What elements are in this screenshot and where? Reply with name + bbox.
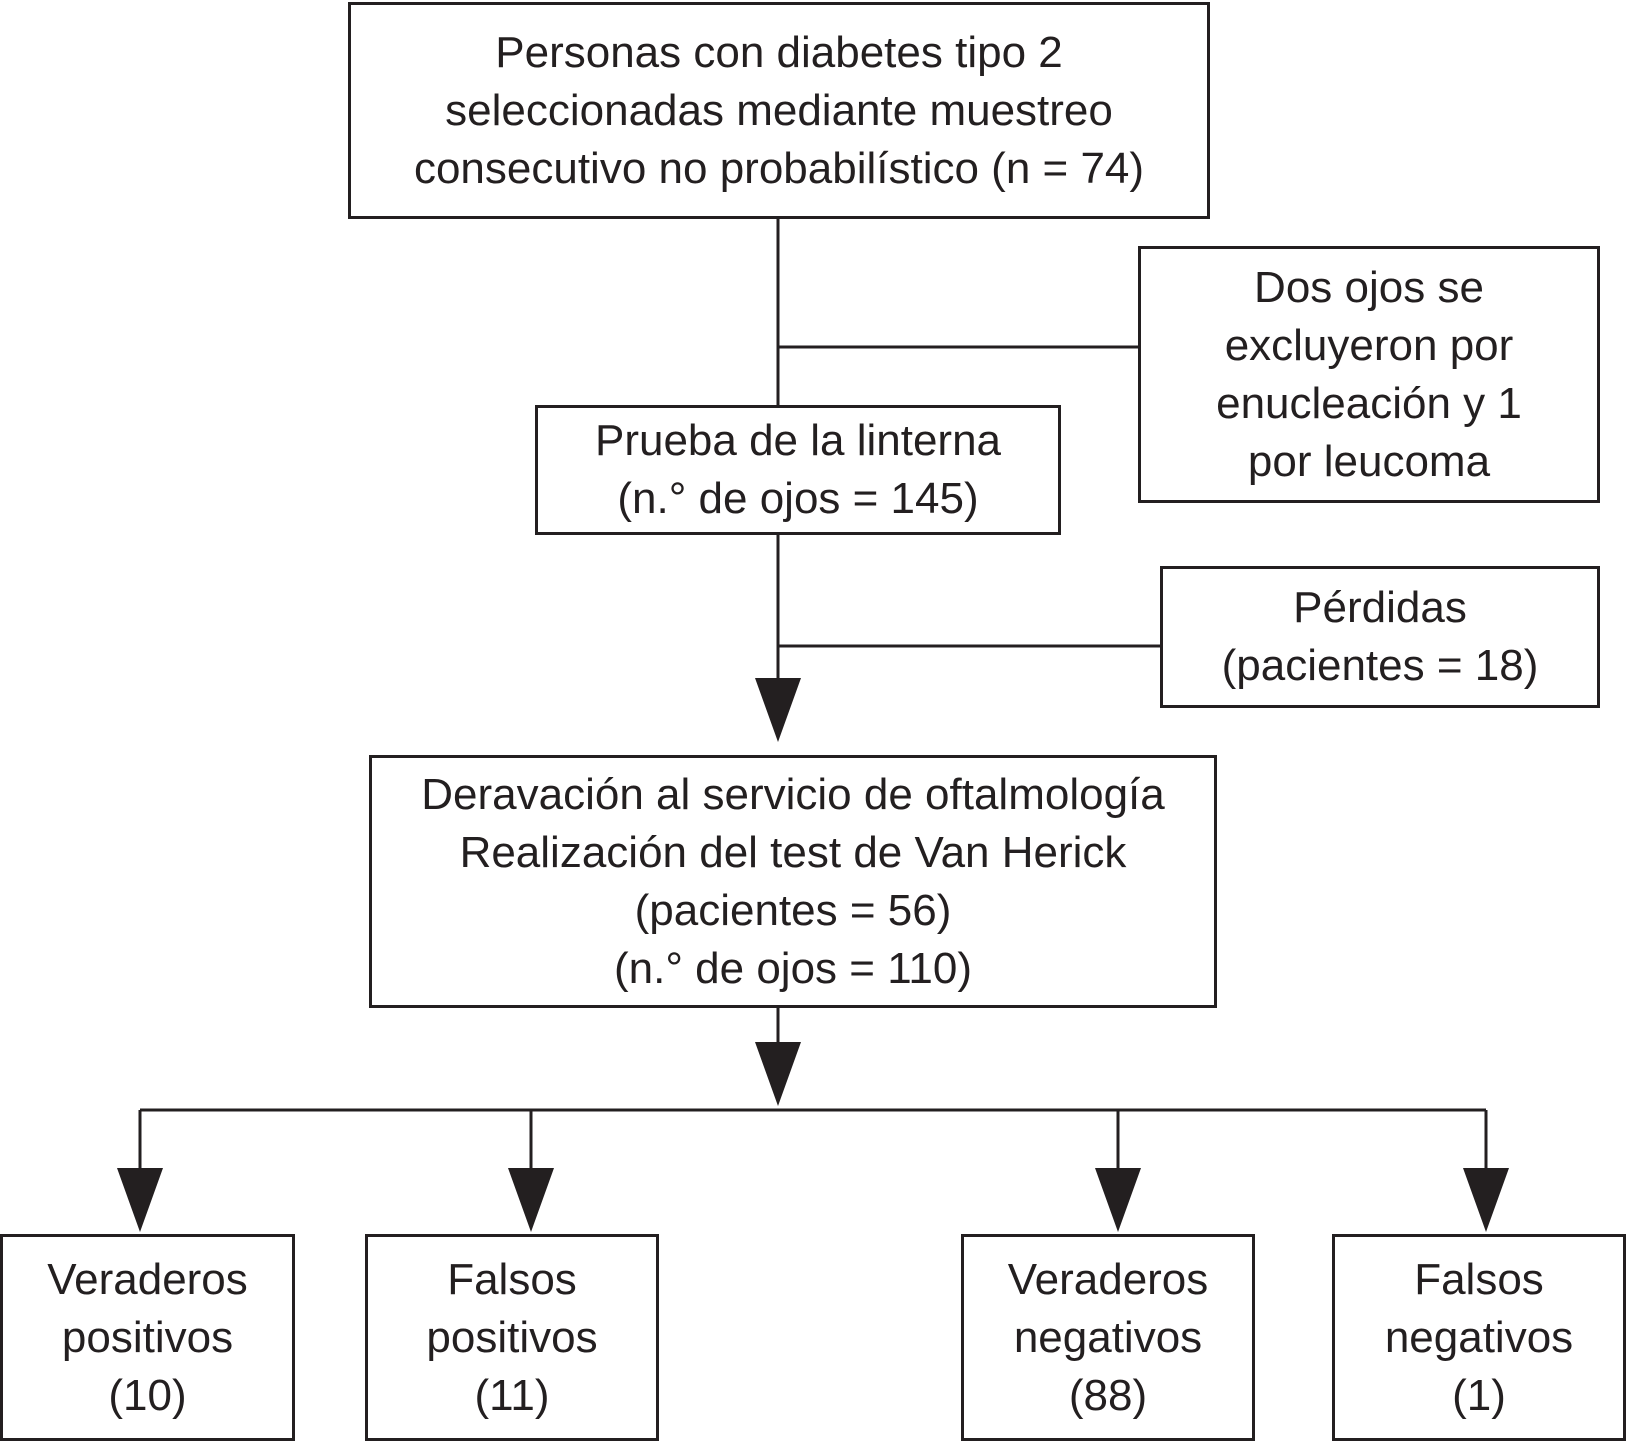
- box-text-line: Prueba de la linterna: [594, 416, 1002, 465]
- box-text-line: (pacientes = 56): [634, 885, 952, 935]
- box-text-line: (n.° de ojos = 145): [617, 474, 979, 523]
- box-text-line: negativos: [1384, 1312, 1574, 1362]
- box-text-line: positivos: [426, 1312, 598, 1362]
- box-study-population: Personas con diabetes tipo 2 seleccionad…: [348, 2, 1210, 219]
- box-text-line: (11): [474, 1370, 550, 1420]
- box-text-line: (10): [108, 1370, 187, 1420]
- box-excluded-eyes: Dos ojos se excluyeron por enucleación y…: [1138, 246, 1600, 503]
- box-text-line: (88): [1068, 1370, 1148, 1420]
- box-text-line: Falsos: [447, 1254, 577, 1304]
- box-text-line: (n.° de ojos = 110): [614, 943, 972, 993]
- box-text-line: negativos: [1013, 1312, 1203, 1362]
- box-text-line: Veraderos: [1007, 1254, 1209, 1304]
- box-ophthalmology-referral: Deravación al servicio de oftalmología R…: [369, 755, 1217, 1008]
- box-text-line: seleccionadas mediante muestreo: [445, 85, 1113, 135]
- box-text-line: positivos: [61, 1312, 234, 1362]
- box-flashlight-test: Prueba de la linterna (n.° de ojos = 145…: [535, 405, 1061, 535]
- box-true-negatives: Veraderos negativos (88): [961, 1234, 1255, 1441]
- box-text-line: Personas con diabetes tipo 2: [495, 27, 1063, 77]
- arrowhead-to-false-negatives: [1463, 1168, 1509, 1232]
- box-text-line: Falsos: [1414, 1254, 1544, 1304]
- arrowhead-to-true-positives: [117, 1168, 163, 1232]
- box-text-line: Veraderos: [47, 1254, 248, 1304]
- arrowhead-to-false-positives: [508, 1168, 554, 1232]
- arrowhead-to-referral: [755, 678, 801, 742]
- box-text-line: Deravación al servicio de oftalmología: [421, 769, 1165, 819]
- box-losses: Pérdidas (pacientes = 18): [1160, 566, 1600, 708]
- box-text-line: Realización del test de Van Herick: [459, 827, 1127, 877]
- box-text-line: por leucoma: [1247, 436, 1491, 486]
- box-false-positives: Falsos positivos (11): [365, 1234, 659, 1441]
- box-text-line: (pacientes = 18): [1221, 641, 1539, 690]
- box-text-line: excluyeron por: [1224, 320, 1514, 370]
- box-text-line: Dos ojos se: [1254, 262, 1484, 312]
- box-false-negatives: Falsos negativos (1): [1332, 1234, 1626, 1441]
- box-text-line: enucleación y 1: [1216, 378, 1522, 428]
- box-text-line: Pérdidas: [1293, 583, 1467, 632]
- arrowhead-to-true-negatives: [1095, 1168, 1141, 1232]
- box-text-line: (1): [1452, 1370, 1506, 1420]
- box-text-line: consecutivo no probabilístico (n = 74): [413, 143, 1145, 193]
- arrowhead-to-split: [755, 1042, 801, 1106]
- box-true-positives: Veraderos positivos (10): [0, 1234, 295, 1441]
